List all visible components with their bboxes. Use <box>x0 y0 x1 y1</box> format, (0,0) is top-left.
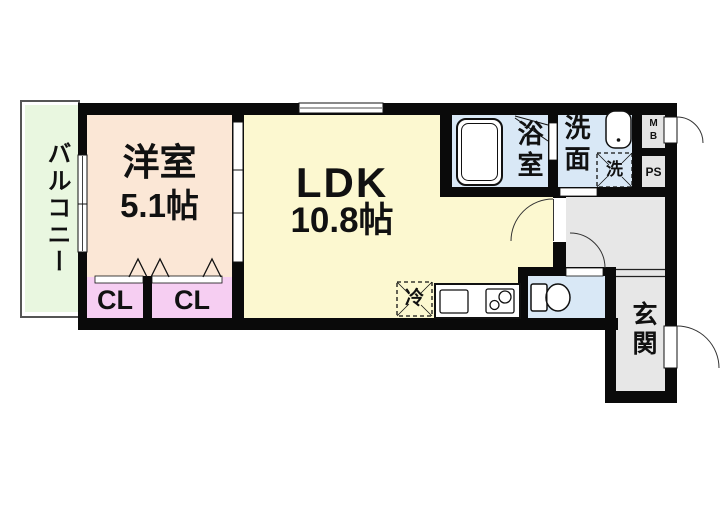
closet-left-label: CL <box>97 285 133 315</box>
meter-box-label: M B <box>649 118 658 142</box>
wall-toilet-left <box>518 267 528 330</box>
wall-toilet-top <box>518 267 616 276</box>
toilet-area <box>528 276 605 318</box>
balcony-floor <box>25 105 78 312</box>
wall-bath-bottom <box>440 187 558 197</box>
laundry-label: 洗 <box>606 160 623 179</box>
wall-entrance-left <box>605 267 616 393</box>
closet-right-area <box>152 277 232 318</box>
wall-ldk-bath <box>440 115 452 197</box>
wall-closet-divider <box>143 276 152 318</box>
wall-bedroom-ldk <box>232 115 244 318</box>
entrance-label: 玄関 <box>629 301 657 359</box>
ldk-name-label: LDK <box>295 159 389 206</box>
wall-bottom <box>78 318 618 330</box>
wall-mb-ps-divider <box>632 148 677 156</box>
balcony-label: バルコニー <box>43 141 70 276</box>
closet-left-area <box>87 277 143 318</box>
wall-washroom-bottom <box>558 187 677 197</box>
refrigerator-label: 冷 <box>404 288 424 309</box>
wall-entrance-bottom <box>605 391 677 403</box>
bedroom-area <box>87 115 232 277</box>
closet-right-label: CL <box>174 285 210 315</box>
wall-left <box>78 103 87 330</box>
wall-ldk-hallway <box>553 197 566 267</box>
pipe-space-label: PS <box>645 165 662 179</box>
meter-box-area <box>642 115 665 148</box>
bedroom-name-label: 洋室 <box>122 142 197 183</box>
pipe-space-area <box>642 156 665 190</box>
bedroom-size-label: 5.1帖 <box>120 187 199 224</box>
washroom-label: 洗面 <box>561 114 591 176</box>
entrance-area <box>616 267 665 391</box>
hallway-area <box>566 197 665 267</box>
bath-label: 浴室 <box>514 120 544 182</box>
ldk-size-label: 10.8帖 <box>290 201 394 240</box>
